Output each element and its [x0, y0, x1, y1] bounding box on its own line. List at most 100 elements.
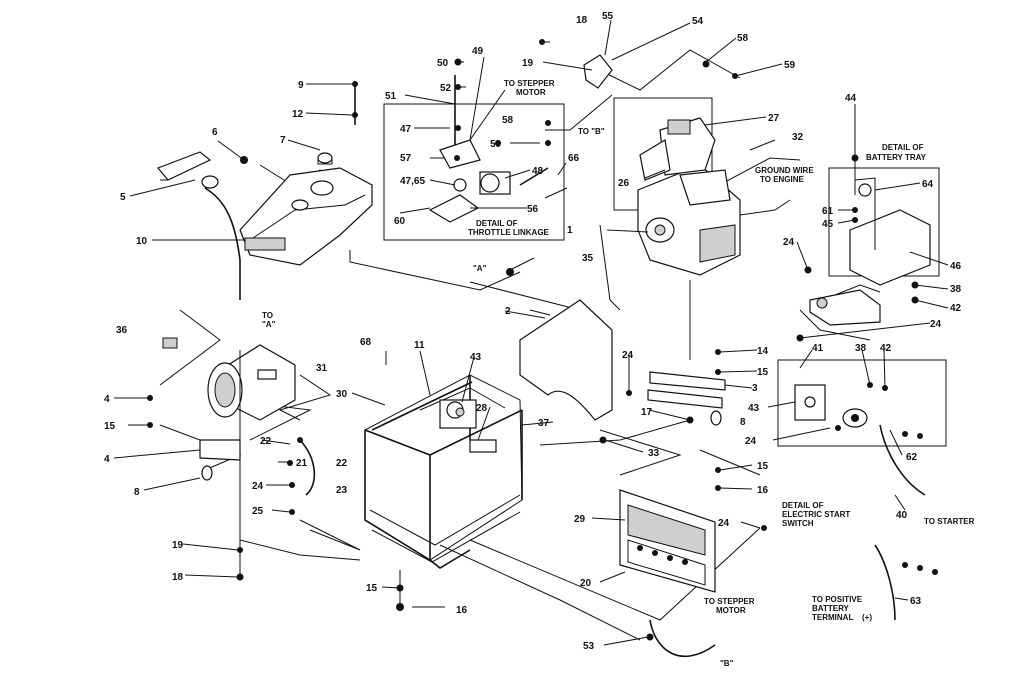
label-30: 30: [336, 389, 348, 400]
caption-detail-start-3: SWITCH: [782, 519, 814, 528]
label-61: 61: [822, 206, 834, 217]
label-24c: 24: [745, 436, 757, 447]
label-15a: 15: [104, 421, 116, 432]
label-18a: 18: [576, 15, 588, 26]
caption-detail-battery-2: BATTERY TRAY: [866, 153, 927, 162]
label-25: 25: [252, 506, 264, 517]
label-5: 5: [120, 192, 126, 203]
caption-b-mark: "B": [720, 659, 734, 668]
label-24f: 24: [930, 319, 942, 330]
caption-to-stepper-bottom-2: MOTOR: [716, 606, 746, 615]
part-55: [583, 54, 613, 89]
label-20: 20: [580, 578, 592, 589]
caption-detail-battery-1: DETAIL OF: [882, 143, 924, 152]
label-24a: 24: [252, 481, 264, 492]
throttle-linkage-detail-box: [383, 103, 565, 241]
fuel-tank: [239, 152, 373, 266]
caption-detail-throttle-2: THROTTLE LINKAGE: [468, 228, 550, 237]
label-27: 27: [768, 113, 780, 124]
label-49: 49: [472, 46, 484, 57]
label-28: 28: [476, 403, 488, 414]
label-16b: 16: [456, 605, 468, 616]
connector-line: [545, 94, 613, 131]
connector-line: [599, 224, 621, 311]
connector-line: [594, 49, 741, 91]
label-64: 64: [922, 179, 934, 190]
leader-lines: [113, 19, 949, 646]
label-32: 32: [792, 132, 804, 143]
caption-to-starter: TO STARTER: [924, 517, 975, 526]
label-4a: 4: [104, 394, 110, 405]
caption-to-positive-4: (+): [862, 613, 872, 622]
label-58b: 58: [737, 33, 749, 44]
engine: [637, 117, 741, 276]
label-18b: 18: [172, 572, 184, 583]
connector-line: [159, 309, 221, 386]
label-41: 41: [812, 343, 824, 354]
caption-to-b-top: TO "B": [578, 127, 605, 136]
label-58a: 58: [502, 115, 514, 126]
connector-line: [799, 309, 871, 341]
caption-to-stepper-top-2: MOTOR: [516, 88, 546, 97]
label-50: 50: [437, 58, 449, 69]
label-33: 33: [648, 448, 660, 459]
label-44: 44: [845, 93, 857, 104]
label-52: 52: [440, 83, 452, 94]
battery-tray: [809, 177, 931, 326]
label-60: 60: [394, 216, 406, 227]
label-47-65: 47,65: [400, 176, 425, 187]
caption-to-a-2: "A": [262, 320, 276, 329]
label-56: 56: [527, 204, 539, 215]
connector-line: [299, 519, 361, 551]
label-68: 68: [360, 337, 372, 348]
mount-8b: [710, 410, 722, 426]
label-63: 63: [910, 596, 922, 607]
label-17: 17: [641, 407, 653, 418]
caption-ground-wire-1: GROUND WIRE: [755, 166, 814, 175]
caption-to-positive-2: BATTERY: [812, 604, 850, 613]
bracket-4: [199, 439, 241, 461]
label-6: 6: [212, 127, 218, 138]
label-46: 46: [950, 261, 962, 272]
label-26: 26: [618, 178, 630, 189]
rail-3: [649, 371, 726, 391]
label-48: 48: [532, 166, 544, 177]
connector-line: [539, 419, 691, 446]
caption-to-a-1: TO: [262, 311, 273, 320]
label-51: 51: [385, 91, 397, 102]
label-57: 57: [400, 153, 412, 164]
caption-ground-wire-2: TO ENGINE: [760, 175, 805, 184]
label-10: 10: [136, 236, 148, 247]
label-43b: 43: [748, 403, 760, 414]
frame-label-plate: [469, 439, 497, 453]
caption-detail-start-2: ELECTRIC START: [782, 510, 850, 519]
label-59b: 59: [784, 60, 796, 71]
wire-23: [299, 439, 316, 496]
label-47: 47: [400, 124, 412, 135]
label-43a: 43: [470, 352, 482, 363]
label-12: 12: [292, 109, 304, 120]
connector-line: [599, 429, 682, 476]
electric-start-detail-box: [777, 359, 947, 447]
electric-start-switch: [794, 384, 926, 496]
control-panel: [619, 489, 716, 593]
label-14: 14: [757, 346, 769, 357]
label-15c: 15: [757, 461, 769, 472]
fuel-bracket: [157, 151, 248, 300]
label-11: 11: [414, 340, 425, 351]
label-22a: 22: [260, 436, 272, 447]
label-8a: 8: [134, 487, 140, 498]
label-37: 37: [538, 418, 550, 429]
caption-to-stepper-top-1: TO STEPPER: [504, 79, 555, 88]
label-3: 3: [752, 383, 758, 394]
connector-line: [469, 527, 761, 621]
connector-line: [699, 449, 761, 476]
caption-a-mark: "A": [473, 264, 487, 273]
rail-3b: [647, 389, 723, 409]
label-9: 9: [298, 80, 304, 91]
fasteners: [147, 39, 938, 641]
fuel-cap: [317, 152, 333, 164]
label-62: 62: [906, 452, 918, 463]
